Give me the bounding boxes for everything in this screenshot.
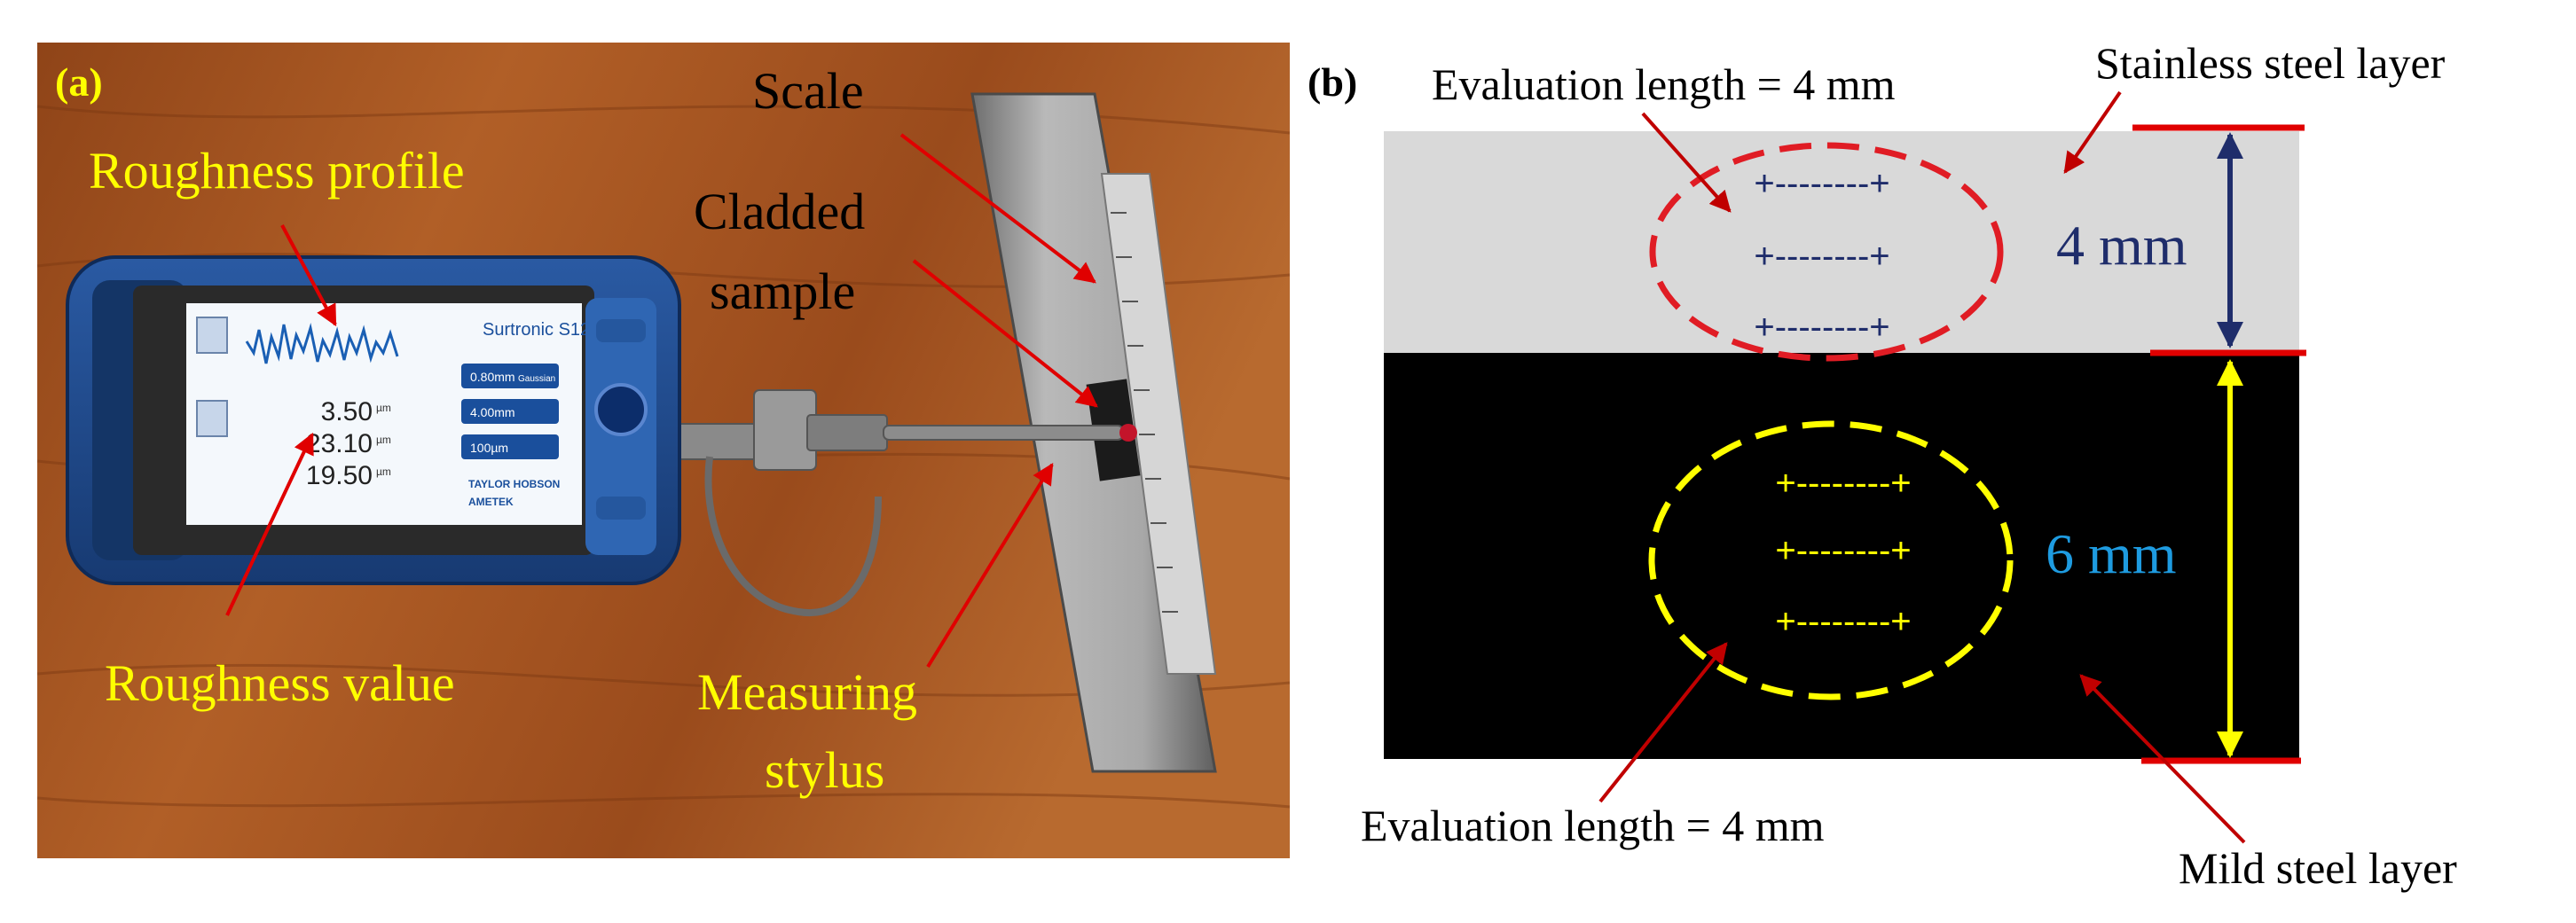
screen-setting-3: 100µm (470, 441, 508, 455)
panel-a-photo: Surtronic S128 3.50 23.10 19.50 µm µm µm… (36, 43, 1291, 858)
stainless-measure-line-3: +--------+ (1754, 308, 1889, 347)
stainless-layer-pointer (2063, 90, 2122, 174)
top-evaluation-pointer (1641, 112, 1732, 213)
stainless-steel-layer (1384, 131, 2299, 353)
roughness-profile-arrow (280, 224, 337, 327)
mild-measure-line-2: +--------+ (1775, 531, 1911, 570)
bottom-evaluation-length-label: Evaluation length = 4 mm (1361, 801, 1825, 850)
measuring-stylus-assembly (670, 389, 1137, 617)
measuring-stylus-label-line1: Measuring (697, 663, 917, 721)
roughness-value-label: Roughness value (105, 654, 455, 712)
scale-arrow (899, 133, 1096, 284)
measuring-stylus-label-line2: stylus (765, 741, 884, 799)
screen-setting-2: 4.00mm (470, 405, 515, 419)
panel-b-diagram: (b) +--------+ +--------+ +--------+ +--… (1308, 38, 2457, 893)
screen-reading-unit-2: µm (376, 434, 391, 446)
cladded-sample-label-line2: sample (710, 262, 855, 320)
cladded-sample-label-line1: Cladded (694, 183, 865, 240)
screen-reading-1: 3.50 (321, 397, 373, 426)
panel-a-label: (a) (55, 59, 103, 105)
mild-layer-pointer (2079, 674, 2246, 844)
screen-reading-unit-3: µm (376, 465, 391, 478)
mild-measure-line-1: +--------+ (1775, 464, 1911, 503)
measuring-stylus-arrow (926, 462, 1054, 669)
roughness-profile-trace (245, 323, 399, 364)
screen-brand: TAYLOR HOBSON (468, 478, 560, 490)
mild-steel-layer (1384, 353, 2299, 759)
screen-maker: AMETEK (468, 496, 514, 508)
screen-reading-2: 23.10 (306, 429, 373, 458)
screen-model-name: Surtronic S128 (483, 320, 600, 340)
stainless-layer-label: Stainless steel layer (2095, 38, 2446, 88)
screen-setting-1: 0.80mm (470, 370, 515, 384)
mild-measure-line-3: +--------+ (1775, 602, 1911, 641)
stainless-evaluation-ellipse (1649, 142, 2004, 362)
steel-ruler (1100, 173, 1217, 675)
roughness-profile-label: Roughness profile (89, 142, 465, 199)
cladded-sample-arrow (912, 259, 1098, 408)
stainless-thickness-label: 4 mm (2056, 214, 2187, 277)
top-evaluation-length-label: Evaluation length = 4 mm (1432, 59, 1896, 109)
panel-b-label: (b) (1308, 59, 1357, 105)
screen-setting-1b: Gaussian (518, 374, 555, 384)
roughness-value-arrow (225, 432, 314, 616)
device-dial-button (594, 383, 648, 436)
stainless-measure-line-1: +--------+ (1754, 164, 1889, 203)
stylus-probe (883, 425, 1124, 441)
mild-thickness-label: 6 mm (2046, 522, 2177, 585)
stainless-measure-line-2: +--------+ (1754, 237, 1889, 276)
bottom-evaluation-pointer (1598, 642, 1728, 803)
surtronic-device: Surtronic S128 3.50 23.10 19.50 µm µm µm… (66, 255, 681, 585)
mild-evaluation-ellipse (1648, 420, 2014, 700)
screen-reading-unit-1: µm (376, 402, 391, 414)
screen-reading-3: 19.50 (306, 461, 373, 490)
stylus-cable (704, 456, 882, 617)
scale-label: Scale (752, 62, 864, 120)
mild-layer-label: Mild steel layer (2179, 843, 2457, 893)
